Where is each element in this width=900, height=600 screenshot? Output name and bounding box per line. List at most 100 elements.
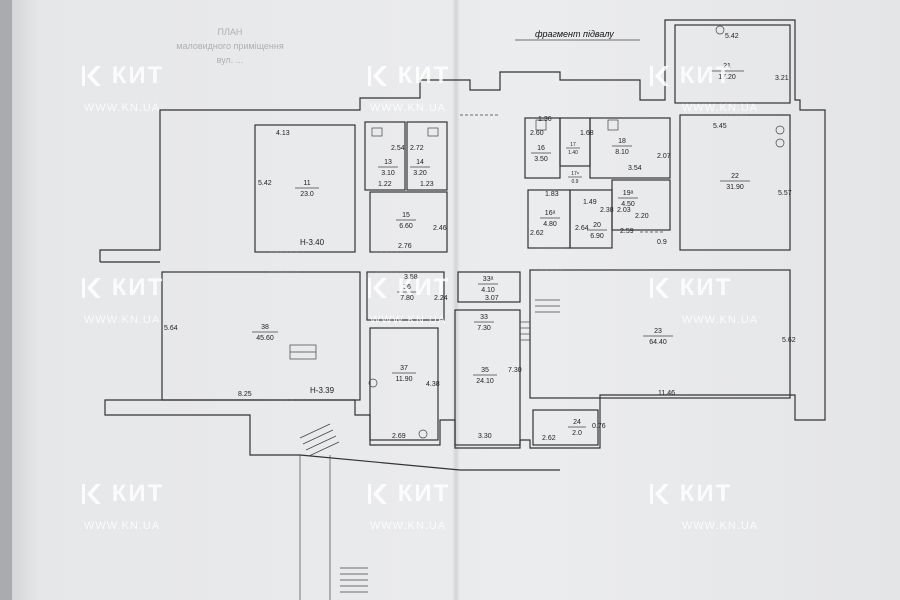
room-35-walls	[454, 309, 521, 446]
room-38-walls	[161, 271, 361, 401]
room-number: 16	[537, 145, 545, 152]
room-number: 17ᵃ	[571, 171, 579, 177]
level-mark-lower: Н-3.39	[310, 386, 335, 395]
room-area: 4.10	[481, 287, 495, 294]
room-labels: 21 17.20 22 31.90 23 64.40 24 2.0 11 23.…	[252, 63, 750, 437]
level-mark-upper: Н-3.40	[300, 238, 325, 247]
dimension: 2.62	[530, 230, 544, 237]
room-number: 18	[618, 138, 626, 145]
dimension: 2.62	[542, 435, 556, 442]
dimension: 2.60	[530, 130, 544, 137]
dimension: 4.13	[276, 130, 290, 137]
dimension: 1.22	[378, 181, 392, 188]
room-number: 19ᵃ	[623, 190, 634, 197]
room-area: 6.60	[399, 223, 413, 230]
room-area: 6.90	[590, 233, 604, 240]
faded-header-text: ПЛАН маловидного приміщення вул. ...	[110, 25, 350, 67]
dimension: 1.83	[545, 191, 559, 198]
room-area: 3.10	[381, 170, 395, 177]
room-33a-walls	[457, 271, 521, 303]
header-line: маловидного приміщення	[176, 41, 284, 51]
room-24-walls	[532, 409, 599, 446]
header-line: вул. ...	[216, 55, 244, 65]
room-number: 33	[480, 314, 488, 321]
room-area: 3.20	[413, 170, 427, 177]
room-number: 21	[723, 63, 731, 70]
dimension: 5.57	[778, 190, 792, 197]
room-19a-walls	[611, 179, 671, 231]
page-fold	[452, 0, 460, 600]
dimension: 1.49	[583, 199, 597, 206]
outer-walls	[99, 19, 826, 600]
room-13-walls	[364, 121, 406, 191]
room-area: 4.50	[621, 201, 635, 208]
room-area: 31.90	[726, 184, 744, 191]
dimension: 0.9	[657, 239, 667, 246]
room-number: 23	[654, 328, 662, 335]
dimension: 11.46	[658, 390, 675, 397]
dimension: 0.76	[592, 423, 606, 430]
room-number: 22	[731, 173, 739, 180]
dimension: 3.07	[485, 295, 499, 302]
dimension: 7.30	[508, 367, 522, 374]
dimension: 5.42	[258, 180, 272, 187]
room-number: 13	[384, 159, 392, 166]
dimension: 2.03	[617, 207, 631, 214]
dimension: 2.72	[410, 145, 424, 152]
room-area: 45.60	[256, 335, 274, 342]
room-area: 24.10	[476, 378, 494, 385]
dimension: 2.64	[575, 225, 589, 232]
room-15-walls	[369, 191, 448, 253]
room-number: 15	[402, 212, 410, 219]
room-area: 7.30	[477, 325, 491, 332]
fragment-label: фрагмент підвалу	[535, 29, 614, 39]
room-number: 11	[303, 180, 310, 187]
stairs	[299, 299, 560, 593]
room-36-walls	[366, 271, 445, 321]
room-area: 0.9	[572, 179, 579, 185]
page-left-edge	[0, 0, 12, 600]
room-number: 38	[261, 324, 269, 331]
dimension: 2.46	[433, 225, 447, 232]
room-number: 37	[400, 365, 408, 372]
dimension: 2.38	[600, 207, 614, 214]
dimension: 8.25	[238, 391, 252, 398]
room-number: 35	[481, 367, 489, 374]
dimension: 1.23	[420, 181, 434, 188]
dimension: 1.68	[580, 130, 594, 137]
room-18-walls	[589, 117, 671, 179]
sanitary-fixtures	[289, 25, 785, 439]
room-area: 17.20	[718, 74, 736, 81]
room-area: 1.40	[568, 150, 578, 156]
dimension: 3.54	[628, 165, 642, 172]
dimension: 4.38	[426, 381, 440, 388]
room-37-walls	[369, 327, 439, 441]
dimension: 1.36	[538, 116, 552, 123]
dimension: 5.64	[164, 325, 178, 332]
room-number: 17	[570, 142, 576, 148]
dimension: 2.59	[620, 228, 634, 235]
dimension-labels: 5.42 3.21 5.45 5.57 4.13 5.42 2.54 2.72 …	[164, 33, 796, 442]
room-number: 36	[403, 284, 411, 291]
room-number: 24	[573, 419, 581, 426]
room-area: 7.80	[400, 295, 414, 302]
room-area: 4.80	[543, 221, 557, 228]
header-line: ПЛАН	[217, 27, 243, 37]
room-22-walls	[679, 114, 791, 251]
room-area: 8.10	[615, 149, 629, 156]
dimension: 2.54	[391, 145, 405, 152]
room-area: 23.0	[300, 191, 314, 198]
dimension: 3.30	[478, 433, 492, 440]
dimension: 3.58	[404, 274, 418, 281]
room-number: 14	[416, 159, 424, 166]
dimension: 5.42	[725, 33, 739, 40]
room-number: 20	[593, 222, 601, 229]
room-11-walls	[254, 124, 356, 253]
dimension: 2.76	[398, 243, 412, 250]
dimension: 2.24	[434, 295, 448, 302]
room-area: 64.40	[649, 339, 667, 346]
dimension: 5.62	[782, 337, 796, 344]
room-number: 33ᵃ	[483, 276, 494, 283]
